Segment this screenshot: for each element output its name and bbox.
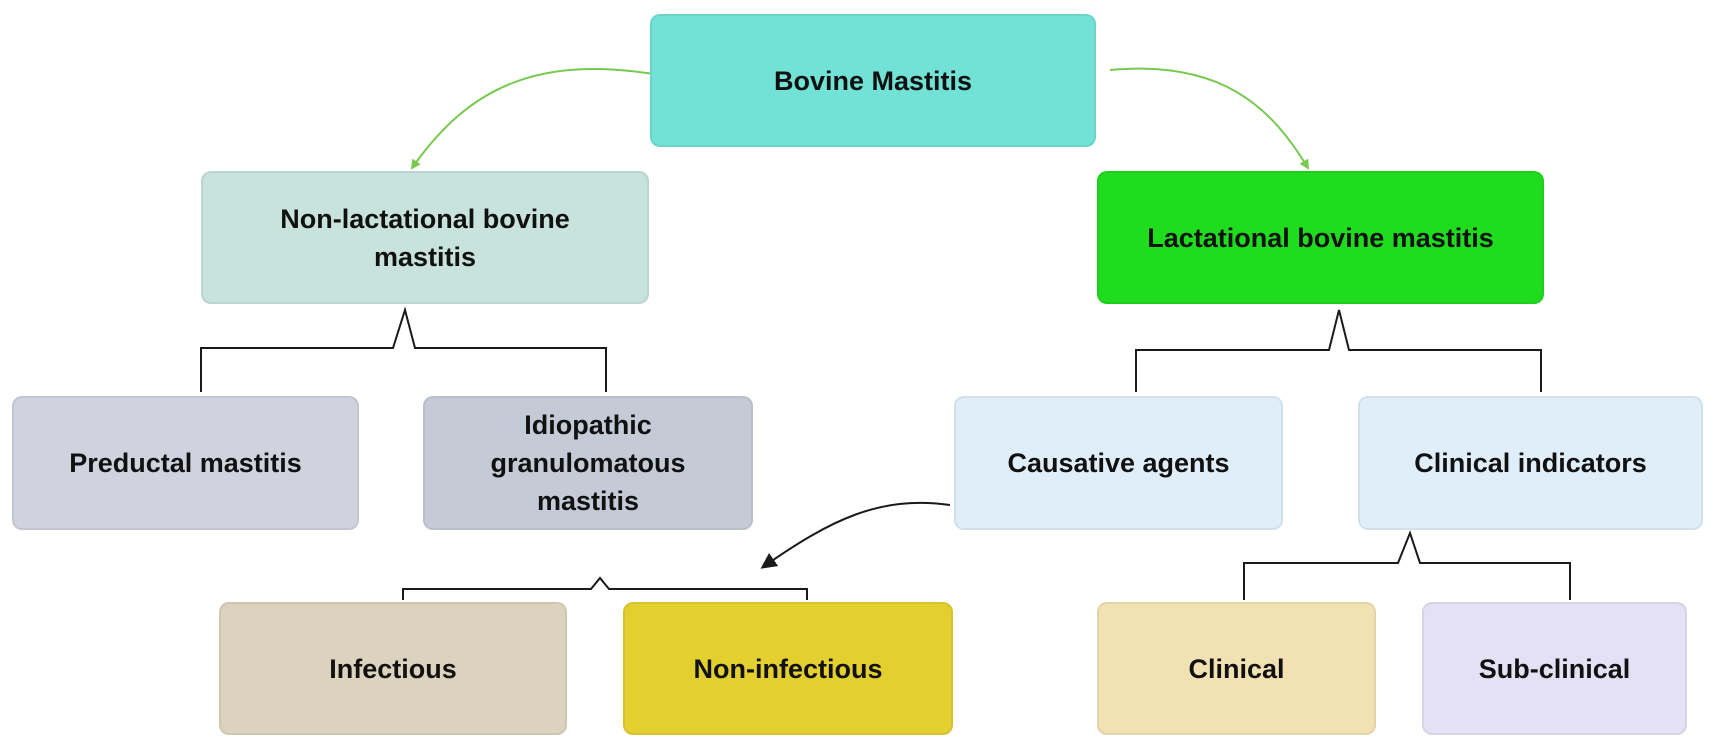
node-idiopathic-granulomatous-mastitis: Idiopathic granulomatous mastitis [423, 396, 753, 530]
arrow-root-to-non-lactational [410, 68, 661, 170]
node-sub-clinical: Sub-clinical [1422, 602, 1687, 735]
arrow-root-to-lactational [1109, 67, 1310, 170]
bracket-lactational [1135, 309, 1542, 392]
bracket-causative-categories [402, 576, 808, 600]
node-clinical: Clinical [1097, 602, 1376, 735]
node-non-infectious: Non-infectious [623, 602, 953, 735]
arrow-causative-to-categories [760, 501, 951, 569]
node-infectious: Infectious [219, 602, 567, 735]
node-causative-agents: Causative agents [954, 396, 1283, 530]
node-bovine-mastitis: Bovine Mastitis [650, 14, 1096, 147]
bracket-non-lactational [200, 306, 607, 392]
node-preductal-mastitis: Preductal mastitis [12, 396, 359, 530]
bracket-clinical-indicators [1243, 530, 1571, 600]
node-lactational: Lactational bovine mastitis [1097, 171, 1544, 304]
node-non-lactational: Non-lactational bovine mastitis [201, 171, 649, 304]
node-clinical-indicators: Clinical indicators [1358, 396, 1703, 530]
